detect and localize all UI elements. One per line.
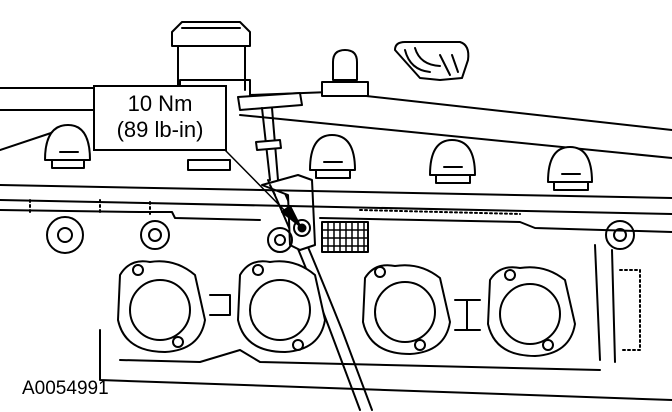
torque-callout-box: 10 Nm (89 lb-in) (93, 85, 227, 151)
casting-bosses (46, 216, 635, 254)
cylinder-head-deck (0, 184, 672, 233)
oil-filler-cap (171, 21, 251, 91)
wiring-connector (394, 41, 470, 81)
head-bolt-caps (44, 124, 593, 191)
tube-bracket (261, 174, 316, 251)
hatched-block (321, 221, 369, 253)
lower-block (99, 244, 672, 401)
cover-sensor (321, 49, 369, 97)
callout-leader (224, 149, 301, 227)
torque-lbin-label: (89 lb-in) (116, 117, 204, 142)
intake-ports (117, 260, 576, 357)
figure-id-label: A0054991 (22, 378, 109, 399)
torque-nm-label: 10 Nm (127, 91, 193, 116)
